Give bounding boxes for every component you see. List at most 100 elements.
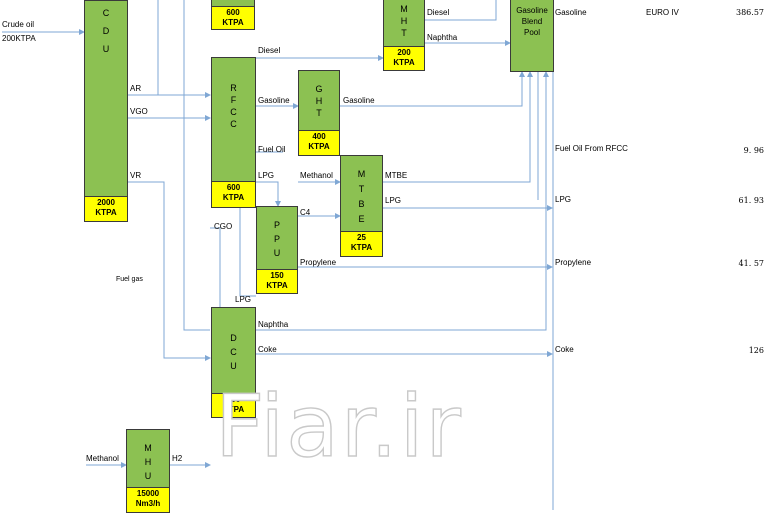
gasoline-rfcc-label: Gasoline [258, 96, 290, 105]
capacity-unit: KTPA [222, 405, 245, 414]
capacity-unit: KTPA [222, 193, 245, 202]
capacity-unit: KTPA [95, 208, 117, 217]
crude-oil-label: Crude oil [2, 20, 35, 29]
dcu-capacity: 400 KTPA [211, 393, 256, 418]
ppu-capacity: 150 KTPA [256, 269, 298, 294]
ght-letter: H [315, 96, 323, 106]
methanol-mhu-label: Methanol [86, 454, 119, 463]
ppu-letter: P [273, 234, 280, 244]
capacity-value: 600 [226, 8, 240, 17]
mht-letter: H [400, 16, 408, 26]
product-propylene-value: 41. 57 [738, 259, 764, 268]
c4-label: C4 [300, 208, 311, 217]
rfcc-unit: R F C C 600 KTPA [211, 57, 256, 208]
naphtha-mht-label: Naphtha [427, 33, 458, 42]
cdu-letter: C [102, 8, 110, 18]
mtbe-letter: B [358, 199, 365, 209]
product-propylene: Propylene [555, 258, 592, 267]
cdu-letter: U [102, 44, 110, 54]
diesel-rfcc-label: Diesel [258, 46, 281, 55]
ght-letter: G [315, 84, 323, 94]
lpg-rfcc-label: LPG [258, 171, 275, 180]
propylene-ppu-label: Propylene [300, 258, 337, 267]
mhu-letter: U [144, 471, 152, 481]
mtbe-unit: M T B E 25 KTPA [340, 155, 383, 257]
lpg-mtbe-label: LPG [385, 196, 402, 205]
mhu-letter: H [144, 457, 152, 467]
mtbe-letter: T [358, 184, 365, 194]
ar-label: AR [130, 84, 142, 93]
cdu-unit: C D U 2000 KTPA [84, 0, 128, 222]
mtbe-label: MTBE [385, 171, 408, 180]
vr-label: VR [130, 171, 142, 180]
capacity-unit: Nm3/h [135, 499, 161, 508]
product-fuel-oil-value: 9. 96 [743, 146, 764, 155]
rfcc-letter: F [230, 95, 237, 105]
vgo-label: VGO [130, 107, 148, 116]
capacity-value: 25 [357, 233, 366, 242]
capacity-unit: KTPA [308, 142, 330, 151]
capacity-unit: KTPA [350, 243, 373, 252]
product-lpg-value: 61. 93 [738, 196, 764, 205]
product-fuel-oil: Fuel Oil From RFCC [555, 144, 628, 153]
ght-capacity: 400 KTPA [298, 130, 340, 156]
coke-dcu-label: Coke [258, 345, 277, 354]
dcu-unit: D C U 400 KTPA [211, 307, 256, 418]
mht-capacity: 200 KTPA [383, 46, 425, 71]
capacity-value: 2000 [97, 198, 115, 207]
watermark: Fiar.ir [214, 377, 463, 477]
mtbe-capacity: 25 KTPA [340, 231, 383, 257]
product-gasoline: Gasoline [555, 8, 587, 17]
mhu-letter: M [144, 443, 152, 453]
cdu-capacity: 2000 KTPA [84, 196, 128, 222]
capacity-value: 200 [397, 48, 411, 57]
capacity-unit: KTPA [393, 58, 415, 67]
product-lpg: LPG [555, 195, 572, 204]
gasoline-ght-label: Gasoline [343, 96, 375, 105]
gasoline-blend-pool: Gasoline Blend Pool [510, 0, 554, 72]
rfcc-letter: R [230, 83, 237, 93]
top-left-unit: 600 KTPA [211, 0, 255, 30]
ppu-unit: P P U 150 KTPA [256, 206, 298, 294]
ppu-letter: P [273, 220, 280, 230]
crude-capacity-label: 200KTPA [2, 34, 36, 43]
product-gasoline-grade: EURO IV [646, 8, 679, 17]
mht-letter: M [400, 4, 408, 14]
mtbe-letter: E [358, 214, 365, 224]
h2-label: H2 [172, 454, 183, 463]
product-coke-value: 126 [748, 346, 764, 355]
cgo-label: CGO [214, 222, 233, 231]
capacity-value: 600 [226, 183, 241, 192]
lpg-dcu-label: LPG [235, 295, 252, 304]
mht-unit: M H T 200 KTPA [383, 0, 425, 71]
blend-label: Blend [521, 17, 543, 26]
rfcc-letter: C [230, 119, 237, 129]
rfcc-letter: C [230, 107, 237, 117]
product-gasoline-value: 386.57 [736, 8, 764, 17]
blend-label: Gasoline [516, 6, 548, 15]
naphtha-dcu-label: Naphtha [258, 320, 289, 329]
methanol-mtbe-label: Methanol [300, 171, 333, 180]
dcu-letter: D [230, 333, 237, 343]
mht-letter: T [401, 28, 407, 38]
capacity-value: 400 [312, 132, 326, 141]
fuel-gas-label: Fuel gas [116, 276, 143, 283]
rfcc-capacity: 600 KTPA [211, 181, 256, 208]
ght-unit: G H T 400 KTPA [298, 70, 340, 156]
ght-letter: T [316, 108, 322, 118]
mhu-unit: M H U 15000 Nm3/h [126, 429, 170, 513]
top-left-capacity: 600 KTPA [211, 6, 255, 30]
product-coke: Coke [555, 345, 574, 354]
blend-label: Pool [523, 28, 540, 37]
mhu-capacity: 15000 Nm3/h [126, 487, 170, 513]
capacity-value: 150 [270, 271, 284, 280]
capacity-unit: KTPA [266, 281, 288, 290]
dcu-letter: U [230, 361, 237, 371]
ppu-letter: U [273, 248, 281, 258]
dcu-letter: C [230, 347, 237, 357]
diesel-mht-label: Diesel [427, 8, 450, 17]
mtbe-letter: M [357, 169, 366, 179]
fuel-oil-label: Fuel Oil [258, 145, 286, 154]
cdu-letter: D [102, 26, 110, 36]
